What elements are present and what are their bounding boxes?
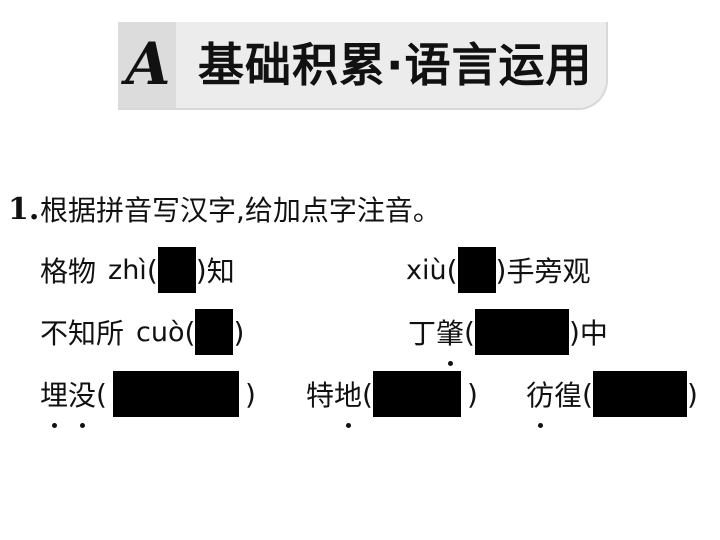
question-number: 1. <box>8 192 40 227</box>
item-char: 丁 <box>408 317 437 350</box>
open-paren: ( <box>582 377 593 411</box>
open-paren: ( <box>184 315 196 349</box>
item-dingzhaozhong: 丁 肇 ( ) 中 <box>408 309 608 366</box>
item-text: 中 <box>579 317 608 350</box>
pinyin-hint: zhì <box>108 254 147 286</box>
answer-blank[interactable] <box>592 371 687 417</box>
close-paren: ) <box>568 315 580 349</box>
section-letter: A <box>125 30 171 98</box>
close-paren: ) <box>466 377 478 411</box>
item-tedi: 特 地 ( ) <box>306 371 478 428</box>
section-letter-box: A <box>118 22 176 108</box>
item-char: 特 <box>306 379 335 412</box>
dotted-char: 埋 <box>40 374 68 428</box>
close-paren: ) <box>233 315 245 349</box>
item-text: 不知所 <box>40 317 125 350</box>
item-text: 手旁观 <box>506 255 591 288</box>
answer-blank[interactable] <box>457 247 496 293</box>
item-buzhisuocuo: 不知所 cuò ( ) <box>40 309 244 355</box>
answer-blank[interactable] <box>112 371 239 417</box>
item-char: 徨 <box>554 379 583 412</box>
pinyin-hint: xiù <box>406 254 447 286</box>
answer-blank[interactable] <box>157 247 196 293</box>
close-paren: ) <box>686 377 698 411</box>
open-paren: ( <box>446 253 458 287</box>
open-paren: ( <box>96 377 107 411</box>
dotted-char: 彷 <box>526 374 554 428</box>
open-paren: ( <box>362 377 373 411</box>
close-paren: ) <box>244 377 256 411</box>
answer-blank[interactable] <box>195 309 234 355</box>
item-gewu-zhizhi: 格物 zhì ( ) 知 <box>40 247 235 293</box>
close-paren: ) <box>495 253 507 287</box>
question-prompt: 根据拼音写汉字,给加点字注音。 <box>40 194 441 227</box>
dotted-char: 没 <box>68 374 96 428</box>
pinyin-hint: cuò <box>136 316 185 348</box>
item-maimo: 埋 没 ( ) <box>40 371 256 428</box>
dotted-char: 肇 <box>436 312 464 366</box>
item-panghuang: 彷 徨 ( ) <box>526 371 698 428</box>
open-paren: ( <box>464 315 475 349</box>
close-paren: ) <box>195 253 207 287</box>
dotted-char: 地 <box>334 374 362 428</box>
answer-blank[interactable] <box>372 371 461 417</box>
item-text: 格物 <box>40 255 97 288</box>
item-text: 知 <box>206 255 235 288</box>
open-paren: ( <box>146 253 158 287</box>
section-title: 基础积累·语言运用 <box>198 38 593 92</box>
item-xiushou-pangguan: xiù ( ) 手旁观 <box>406 247 590 293</box>
section-banner: A 基础积累·语言运用 <box>118 22 608 110</box>
answer-blank[interactable] <box>474 309 569 355</box>
